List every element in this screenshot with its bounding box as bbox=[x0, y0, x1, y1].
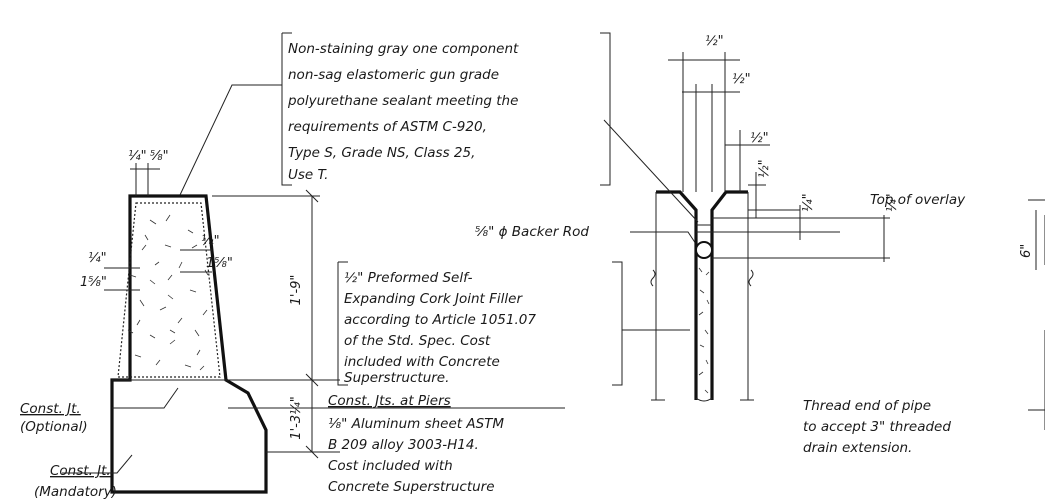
dimension-height-upper: 1'-9" bbox=[212, 189, 340, 387]
joint-dims: ½" ½" ½" ½" ¼" ¼" bbox=[668, 34, 900, 262]
top-overlay-label: Top of overlay bbox=[870, 192, 966, 208]
dim-half-3: ½" bbox=[750, 131, 769, 146]
cork-line-4: of the Std. Spec. Cost bbox=[344, 333, 491, 349]
cork-line-5: included with Concrete bbox=[344, 354, 500, 370]
backer-rod-leader bbox=[630, 231, 701, 251]
thread-line-2: to accept 3" threaded bbox=[803, 419, 951, 435]
sealant-line-4: requirements of ASTM C-920, bbox=[288, 119, 487, 135]
dim-half-4: ½" bbox=[757, 159, 772, 178]
piers-note: Const. Jts. at Piers ⅛" Aluminum sheet A… bbox=[228, 393, 565, 495]
cork-line-3: according to Article 1051.07 bbox=[344, 312, 536, 328]
barrier-section bbox=[62, 194, 268, 494]
backer-rod-circle bbox=[695, 241, 713, 259]
const-jt-mandatory-label: Const. Jt. bbox=[50, 463, 111, 479]
dim-quarter-top: ¼" bbox=[128, 149, 147, 164]
thread-line-1: Thread end of pipe bbox=[803, 398, 931, 414]
const-jt-optional-label: Const. Jt. bbox=[20, 401, 81, 417]
cork-line-1: ½" Preformed Self- bbox=[344, 270, 473, 286]
sealant-line-2: non-sag elastomeric gun grade bbox=[288, 67, 499, 83]
piers-line-4: Cost included with bbox=[328, 458, 453, 474]
dim-half-1: ½" bbox=[705, 34, 724, 49]
thread-line-3: drain extension. bbox=[803, 440, 912, 456]
sealant-note: Non-staining gray one component non-sag … bbox=[179, 32, 611, 196]
dim-five-eighths-top: ⅝" bbox=[150, 149, 169, 164]
sealant-line-3: polyurethane sealant meeting the bbox=[287, 93, 518, 109]
cork-line-2: Expanding Cork Joint Filler bbox=[344, 291, 523, 307]
piers-line-1: Const. Jts. at Piers bbox=[328, 393, 451, 409]
piers-line-3: B 209 alloy 3003-H14. bbox=[328, 437, 479, 453]
dim-one-five-eighths-left: 1⅝" bbox=[80, 275, 107, 290]
sealant-line-6: Use T. bbox=[288, 167, 328, 183]
cork-line-6: Superstructure. bbox=[344, 370, 449, 386]
concrete-hatch bbox=[127, 214, 209, 371]
barrier-side-dims: ¼" 1⅝" ¼" 1⅝" bbox=[80, 234, 233, 291]
dim-quarter-6: ¼" bbox=[885, 193, 900, 212]
dim-one-three-quarter: 1'-3¼" bbox=[289, 396, 304, 439]
dim-half-2: ½" bbox=[732, 72, 751, 87]
joint-section bbox=[603, 119, 754, 402]
dim-one-five-eighths-right: 1⅝" bbox=[206, 256, 233, 271]
dim-six: 6" bbox=[1019, 244, 1034, 258]
const-jt-mandatory-sub: (Mandatory) bbox=[34, 484, 117, 500]
dimension-height-lower: 1'-3¼" bbox=[266, 380, 340, 459]
dim-quarter-left: ¼" bbox=[88, 251, 107, 266]
right-detail: Top of overlay 6" Thread end of pipe to … bbox=[803, 192, 1045, 456]
barrier-top-dims: ¼" ⅝" bbox=[128, 149, 169, 196]
cork-note: ½" Preformed Self- Expanding Cork Joint … bbox=[337, 261, 690, 386]
sealant-line-1: Non-staining gray one component bbox=[288, 41, 519, 57]
piers-line-2: ⅛" Aluminum sheet ASTM bbox=[328, 416, 504, 432]
dim-one-nine: 1'-9" bbox=[289, 275, 304, 306]
dim-quarter-right: ¼" bbox=[201, 234, 220, 249]
const-jt-optional-sub: (Optional) bbox=[20, 419, 88, 435]
backer-rod-label: ⅝" ϕ Backer Rod bbox=[475, 224, 589, 240]
piers-line-5: Concrete Superstructure bbox=[328, 479, 495, 495]
sealant-line-5: Type S, Grade NS, Class 25, bbox=[288, 145, 475, 161]
dim-quarter-5: ¼" bbox=[801, 193, 816, 212]
